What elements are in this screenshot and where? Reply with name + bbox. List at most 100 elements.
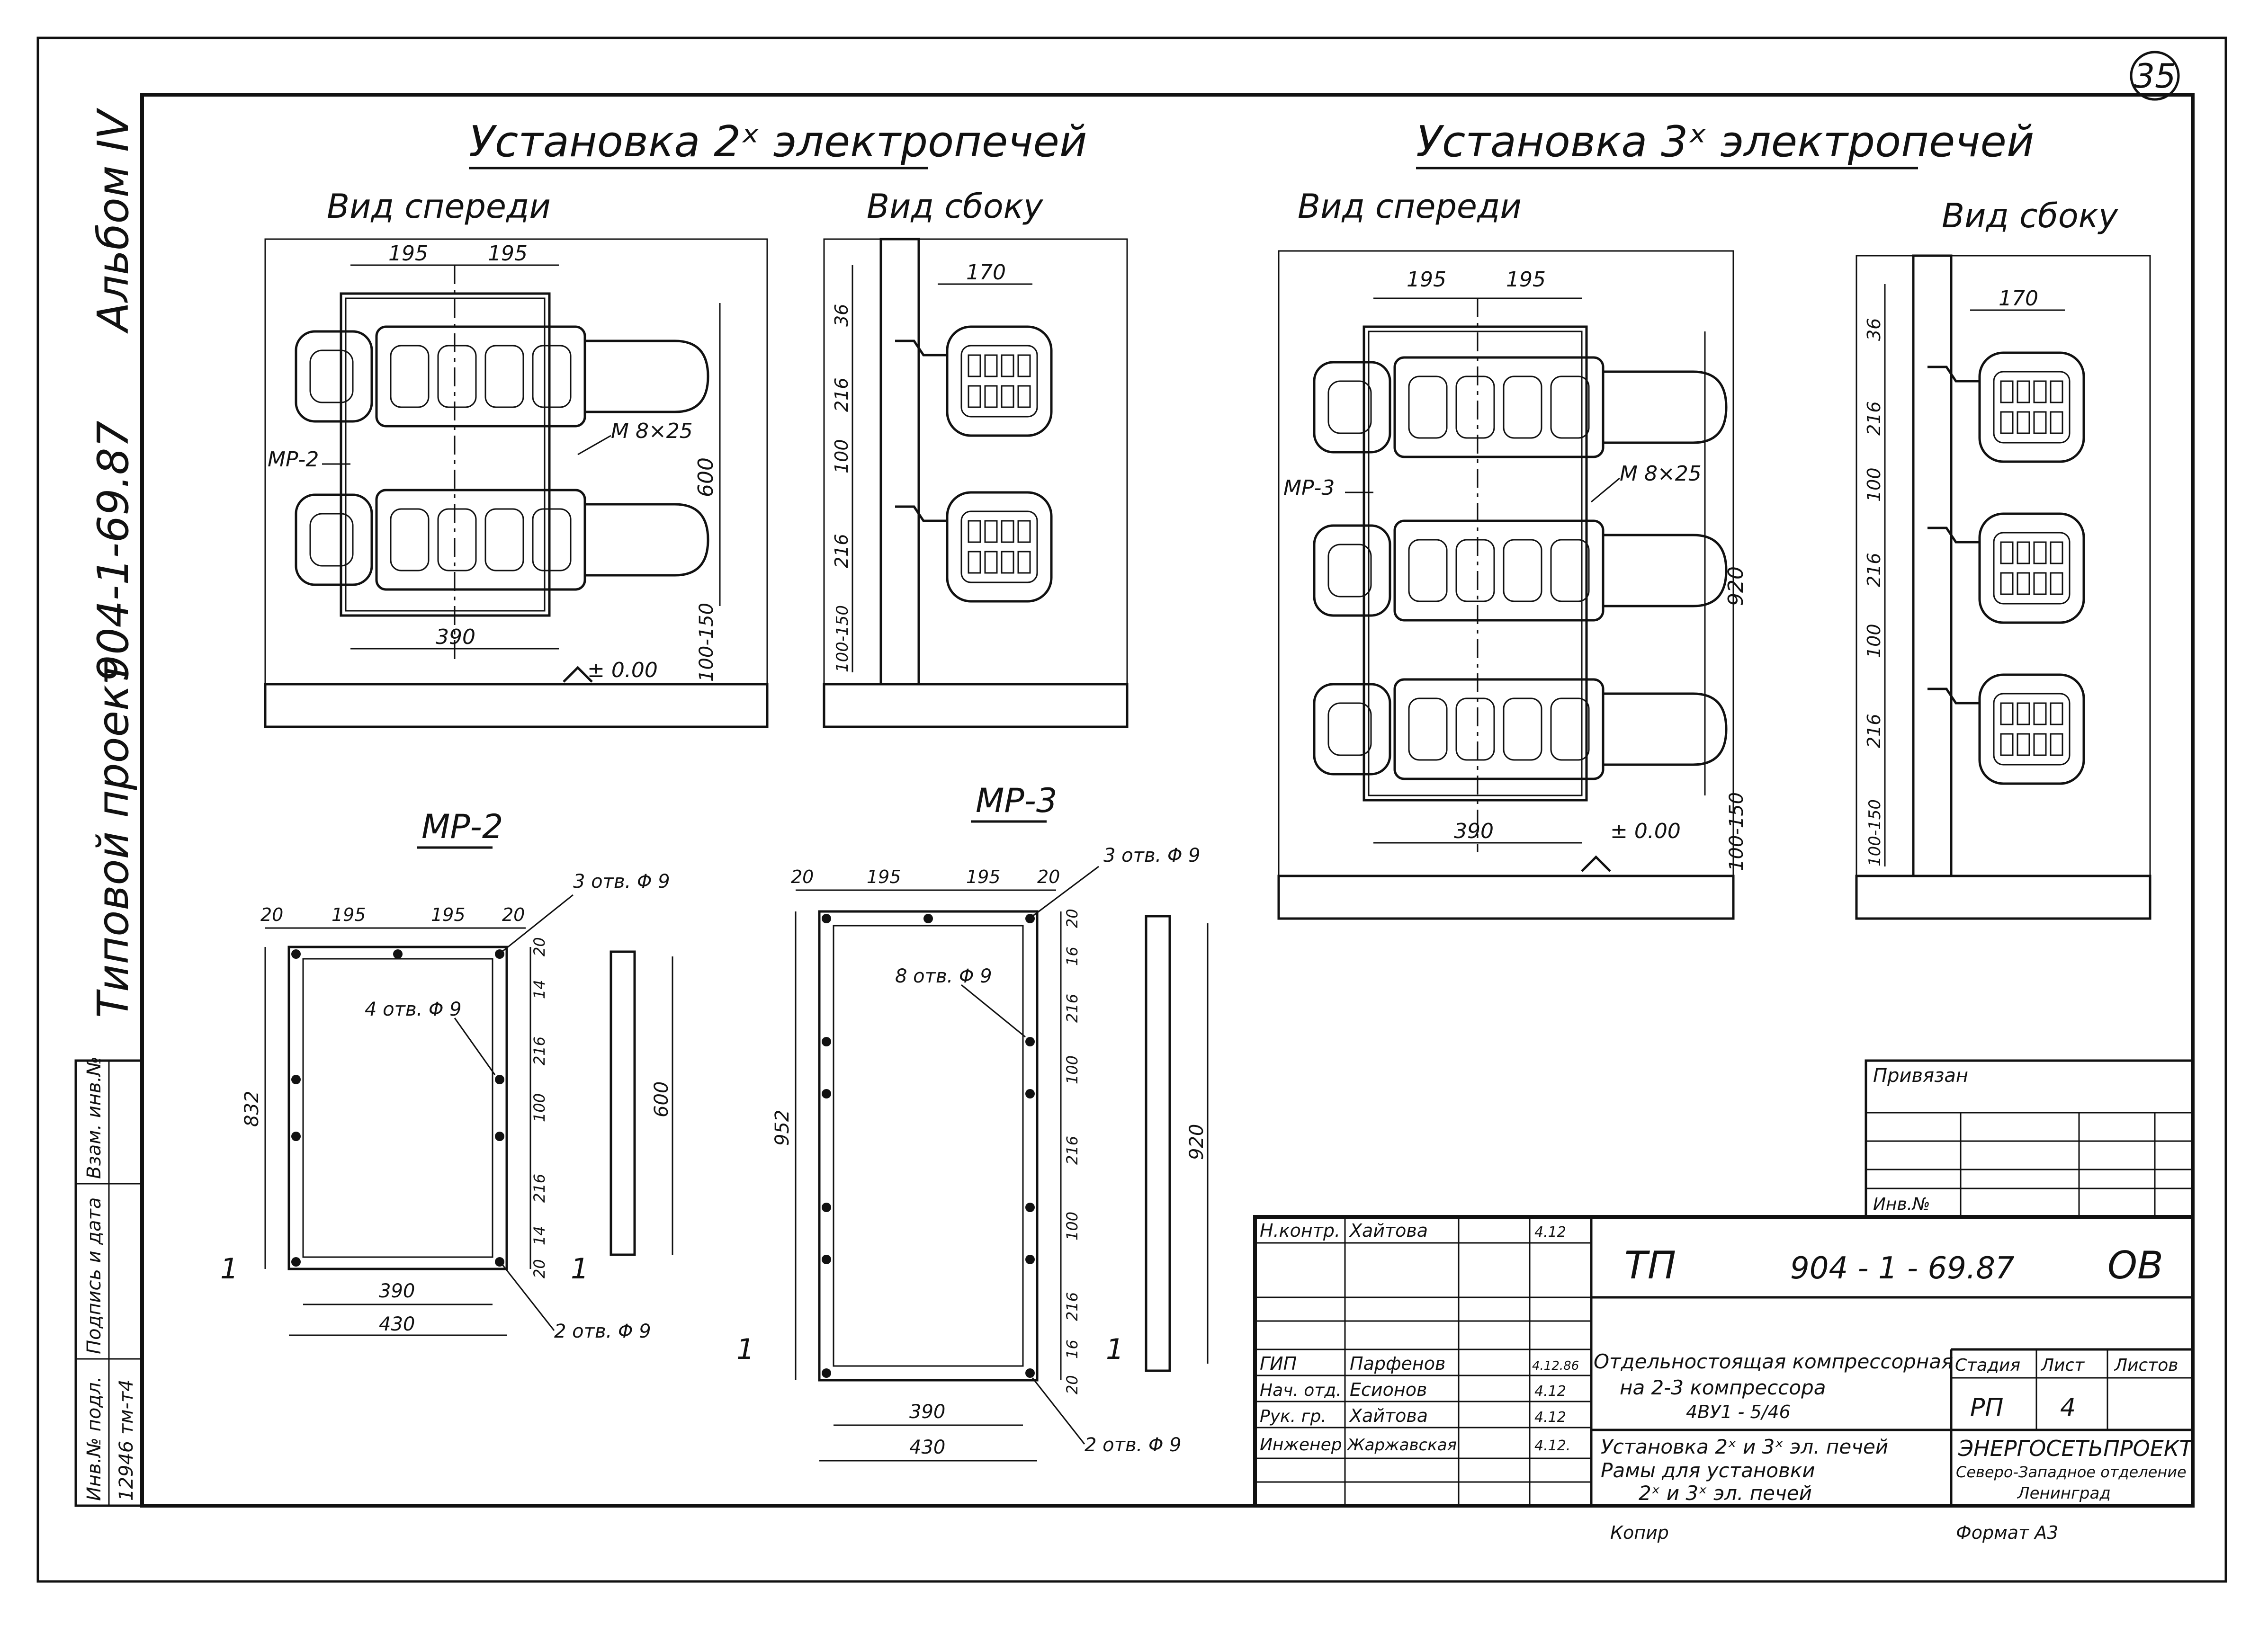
mp2-r5: 216: [530, 1174, 548, 1203]
f3-dim-height: 920: [1724, 566, 1748, 606]
mp2-top-a: 195: [332, 904, 366, 925]
stage-label: Стадия: [1955, 1356, 2020, 1375]
s3-d3: 100: [1864, 467, 1884, 502]
row6-role: Инженер: [1260, 1435, 1342, 1455]
s3-dim-depth: 170: [1999, 286, 2038, 311]
mp3-top-b: 195: [966, 866, 1001, 887]
f2-callout-bolt: М 8×25: [611, 419, 693, 443]
left-stamp: Инв.№ подл. Подпись и дата Взам. инв.№ 1…: [74, 1056, 143, 1507]
mp2-r6: 14: [530, 1226, 548, 1245]
mp2-holes-top: 3 отв. Φ 9: [573, 871, 670, 893]
s2-d4: 216: [831, 534, 852, 568]
mp3-section-mark-left: 1: [736, 1333, 754, 1366]
s2-d5: 100-150: [833, 605, 852, 672]
mp3-holes-mid: 8 отв. Φ 9: [895, 965, 992, 987]
row6-name: Жаржавская: [1346, 1436, 1457, 1455]
s2-dim-depth: 170: [966, 260, 1006, 285]
f2-dim-height: 600: [694, 457, 718, 497]
row4-date: 4.12: [1534, 1383, 1566, 1400]
mp2-top-right: 20: [502, 904, 525, 925]
row3-name: Парфенов: [1350, 1353, 1445, 1374]
stamp-podpis: Подпись и дата: [83, 1197, 105, 1354]
object-title-line2: на 2-3 компрессора: [1620, 1376, 1826, 1399]
mp2-holes-mid: 4 отв. Φ 9: [365, 999, 462, 1020]
stamp-inv-podl: Инв.№ подл.: [83, 1376, 105, 1501]
front-view-three: 195 195 920 100-150 390 ± 0.00 МР-3 М 8×…: [1277, 250, 1748, 920]
mp3-height-inner: 920: [1186, 1124, 1208, 1160]
section-three-side-label: Вид сбоку: [1942, 196, 2119, 235]
sheet-title-line1: Установка 2ˣ и 3ˣ эл. печей: [1601, 1435, 1888, 1458]
mp2-section-mark-left: 1: [220, 1252, 238, 1286]
s3-d6: 216: [1864, 714, 1884, 748]
section-two-front-label: Вид спереди: [327, 187, 551, 226]
mp3-r6: 100: [1063, 1212, 1081, 1241]
f3-dim-b: 195: [1506, 268, 1546, 292]
row0-date: 4.12: [1534, 1224, 1566, 1241]
mp2-r1: 20: [530, 937, 548, 956]
mp3-r9: 20: [1063, 1375, 1081, 1394]
sheet-value: 4: [2060, 1393, 2076, 1422]
row4-role: Нач. отд.: [1260, 1381, 1342, 1400]
row5-role: Рук. гр.: [1260, 1407, 1327, 1426]
side-view-three: 170 36 216 100 216 100 216 100-150: [1855, 254, 2151, 920]
mp2-height-inner: 600: [651, 1081, 672, 1117]
mp3-r1: 20: [1063, 909, 1081, 928]
inv-no-label: Инв.№: [1873, 1195, 1930, 1214]
mp2-r4: 100: [530, 1093, 548, 1122]
mp3-r8: 16: [1063, 1339, 1081, 1359]
side-view-two: 170 36 216 100 216 100-150: [823, 238, 1129, 728]
f3-callout-frame: МР-3: [1283, 476, 1335, 500]
sheet-title-line2: Рамы для установки: [1601, 1459, 1815, 1482]
s3-d4: 216: [1864, 553, 1884, 587]
mp3-section-mark-right: 1: [1106, 1333, 1124, 1366]
mp2-height-outer: 832: [241, 1091, 263, 1127]
stage-value: РП: [1970, 1393, 2003, 1422]
s3-d5: 100: [1864, 624, 1884, 658]
s3-d2: 216: [1864, 401, 1884, 436]
s2-d1: 36: [831, 304, 852, 327]
row5-date: 4.12: [1534, 1409, 1566, 1426]
mp3-holes-top: 3 отв. Φ 9: [1103, 845, 1201, 866]
org-branch: Северо-Западное отделение: [1956, 1463, 2187, 1481]
mp3-outer-width: 430: [909, 1437, 945, 1458]
mp3-title: МР-3: [976, 781, 1057, 820]
doc-number: 904 - 1 - 69.87: [1790, 1251, 2015, 1286]
mp3-top-right: 20: [1037, 866, 1060, 887]
mp2-inner-width: 390: [379, 1280, 415, 1302]
f3-dim-a: 195: [1407, 268, 1446, 292]
doc-code: ТП: [1624, 1243, 1676, 1287]
f2-dim-bottom: 100-150: [696, 603, 717, 682]
row3-role: ГИП: [1260, 1353, 1297, 1374]
mp2-outer-width: 430: [379, 1313, 415, 1335]
org-name: ЭНЕРГОСЕТЬПРОЕКТ: [1958, 1436, 2194, 1461]
s2-d3: 100: [831, 439, 852, 473]
s3-d7: 100-150: [1865, 799, 1884, 866]
mp3-top-a: 195: [867, 866, 901, 887]
row0-name: Хайтова: [1349, 1220, 1428, 1241]
f2-dim-b: 195: [488, 241, 528, 266]
row0-role: Н.контр.: [1260, 1220, 1340, 1241]
mp3-inner-width: 390: [909, 1401, 945, 1423]
f2-level: ± 0.00: [587, 658, 658, 682]
f2-dim-a: 195: [388, 241, 428, 266]
mp3-r4: 100: [1063, 1055, 1081, 1084]
s2-d2: 216: [831, 377, 852, 412]
frame-mp3-drawing: МР-3 20 195 195 20 952 20 16 216 100 216…: [736, 781, 1209, 1462]
mp3-r2: 16: [1063, 946, 1081, 966]
sheet-number-badge: 35: [2130, 51, 2180, 101]
outer-border: [36, 36, 2227, 1583]
mp3-r7: 216: [1063, 1292, 1081, 1321]
section-two-side-label: Вид сбоку: [867, 187, 1044, 226]
mp3-height-outer: 952: [771, 1110, 793, 1146]
mp2-title: МР-2: [421, 807, 503, 846]
mp3-r3: 216: [1063, 994, 1081, 1023]
footer-format: Формат А3: [1956, 1522, 2058, 1543]
mp2-section-mark-right: 1: [571, 1252, 589, 1286]
s3-d1: 36: [1864, 318, 1884, 341]
f3-level: ± 0.00: [1610, 819, 1681, 843]
mp2-top-left: 20: [260, 904, 283, 925]
row6-date: 4.12.: [1534, 1438, 1570, 1454]
inner-border: [140, 93, 2195, 1508]
mp2-r7: 20: [530, 1259, 548, 1278]
